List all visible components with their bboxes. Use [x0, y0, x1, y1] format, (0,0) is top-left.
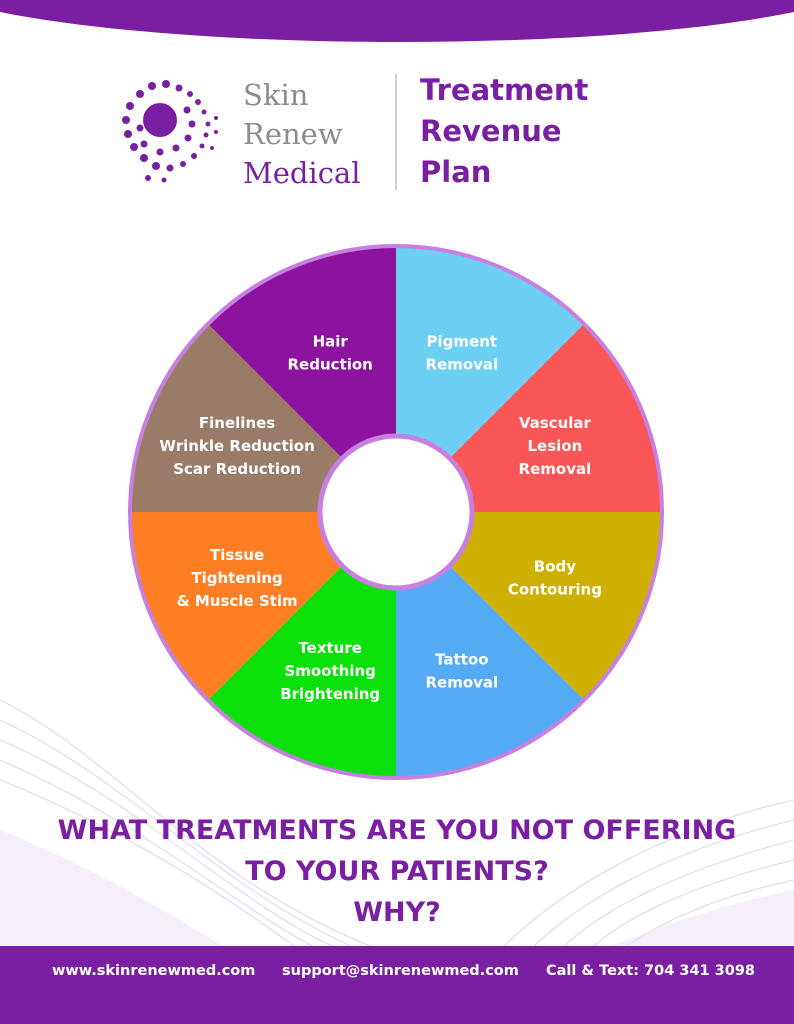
wheel-label-line: Tattoo — [435, 650, 488, 668]
wheel-label-line: Removal — [519, 460, 592, 478]
title-line-1: Treatment — [420, 73, 589, 107]
title-line-2: Revenue — [420, 114, 562, 148]
page-title: Treatment Revenue Plan — [420, 70, 588, 193]
wheel-segment — [396, 512, 585, 778]
wheel-label-line: Body — [534, 557, 576, 575]
wheel-label-line: Wrinkle Reduction — [159, 437, 314, 455]
email-link[interactable]: support@skinrenewmed.com — [282, 963, 519, 979]
wheel-label-line: Finelines — [199, 414, 275, 432]
wheel-label-line: Scar Reduction — [173, 460, 301, 478]
website-link[interactable]: www.skinrenewmed.com — [52, 963, 256, 979]
brand-name: Skin Renew Medical — [243, 76, 361, 193]
phone-number: Call & Text: 704 341 3098 — [546, 963, 756, 979]
wheel-label-line: Tightening — [191, 569, 282, 587]
question-line-1: WHAT TREATMENTS ARE YOU NOT OFFERING — [57, 815, 737, 846]
wheel-label-line: Lesion — [528, 437, 583, 455]
wheel-segment — [130, 512, 396, 701]
decorative-waves — [0, 699, 794, 950]
question-line-3: WHY? — [353, 897, 441, 928]
brand-line-3: Medical — [243, 156, 361, 190]
wheel-label-line: & Muscle Stim — [177, 592, 298, 610]
wheel-label-line: Contouring — [508, 580, 602, 598]
brand-line-2: Renew — [243, 117, 343, 151]
wheel-label-line: Reduction — [288, 356, 373, 374]
brand-line-1: Skin — [243, 78, 309, 112]
question-line-2: TO YOUR PATIENTS? — [245, 856, 549, 887]
wheel-label-line: Hair — [313, 333, 349, 351]
wheel-segment — [396, 246, 585, 512]
footer-bar: www.skinrenewmed.com support@skinrenewme… — [0, 946, 794, 1024]
wheel-segment — [396, 323, 662, 512]
wheel-label-line: Vascular — [519, 414, 592, 432]
top-header-band — [0, 0, 794, 42]
title-line-3: Plan — [420, 155, 492, 189]
wheel-label-line: Tissue — [210, 546, 264, 564]
wheel-label-line: Pigment — [427, 333, 498, 351]
wheel-segment — [207, 246, 396, 512]
wheel-label-line: Brightening — [280, 685, 380, 703]
wheel-segment — [207, 512, 396, 778]
wheel-segment — [130, 323, 396, 512]
wheel-border — [128, 244, 664, 780]
wheel-segment — [396, 512, 662, 701]
wheel-label-line: Removal — [425, 673, 498, 691]
wheel-label-line: Smoothing — [284, 662, 375, 680]
header-divider — [395, 74, 397, 190]
question-heading: WHAT TREATMENTS ARE YOU NOT OFFERING TO … — [0, 810, 794, 933]
wheel-label-line: Texture — [298, 639, 362, 657]
logo-dots-icon — [122, 80, 218, 183]
wheel-label-line: Removal — [425, 356, 498, 374]
wheel-center — [317, 433, 475, 591]
